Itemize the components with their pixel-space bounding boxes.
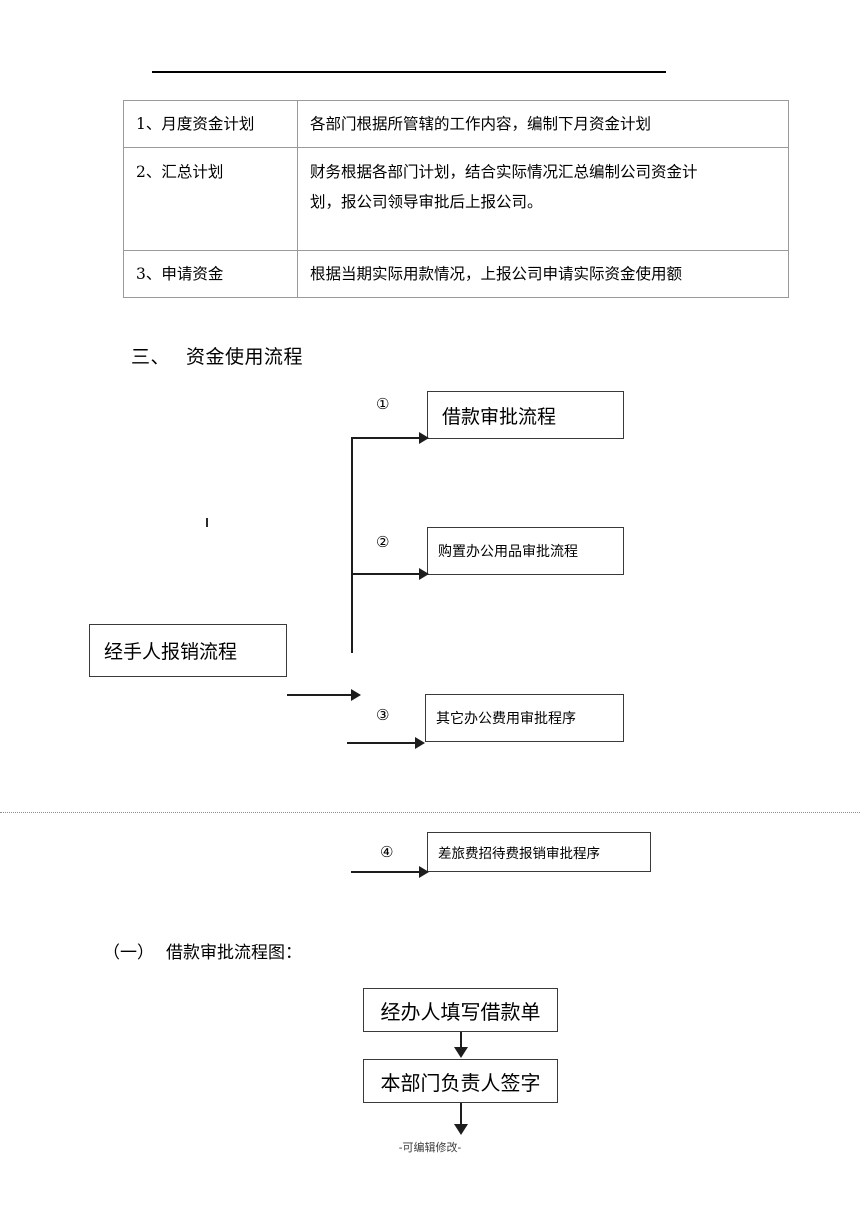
arrow-right-icon [419, 568, 429, 580]
flow-box-branch-1-label: 借款审批流程 [442, 405, 557, 428]
table-cell-label: 3、申请资金 [123, 250, 298, 298]
arrow-down-icon [454, 1047, 468, 1058]
table-cell-label: 2、汇总计划 [123, 147, 298, 251]
branch-marker-3: ③ [376, 706, 390, 724]
funds-plan-table: 1、月度资金计划 各部门根据所管辖的工作内容，编制下月资金计划 2、汇总计划 财… [123, 100, 789, 298]
loan-flow-step-1: 经办人填写借款单 [363, 988, 558, 1032]
subsection-heading: （一） 借款审批流程图： [103, 938, 302, 963]
loan-flow-step-1-label: 经办人填写借款单 [380, 999, 541, 1024]
table-cell-label: 1、月度资金计划 [123, 100, 298, 148]
flow-box-branch-2: 购置办公用品审批流程 [427, 527, 624, 575]
branch-marker-2: ② [376, 533, 390, 551]
flow-connector-branch-1 [351, 437, 421, 439]
section-heading: 三、资金使用流程 [131, 342, 303, 369]
flow-connector-branch-3 [347, 742, 419, 744]
footer-note: -可编辑修改- [398, 1141, 462, 1154]
table-cell-description: 根据当期实际用款情况，上报公司申请实际资金使用额 [297, 250, 789, 298]
flow-connector-branch-4 [351, 871, 421, 873]
caret-artifact [206, 518, 208, 527]
loan-flow-connector-1 [460, 1032, 462, 1048]
flow-box-branch-3-label: 其它办公费用审批程序 [436, 711, 576, 727]
flow-connector-stray [287, 694, 353, 696]
flow-box-branch-1: 借款审批流程 [427, 391, 624, 439]
arrow-right-icon [419, 432, 429, 444]
section-title: 资金使用流程 [186, 346, 304, 368]
loan-flow-connector-2 [460, 1103, 462, 1125]
branch-marker-4: ④ [380, 843, 394, 861]
table-row: 3、申请资金 根据当期实际用款情况，上报公司申请实际资金使用额 [123, 250, 789, 298]
table-cell-description: 财务根据各部门计划，结合实际情况汇总编制公司资金计 划，报公司领导审批后上报公司… [297, 147, 789, 251]
loan-flow-step-2-label: 本部门负责人签字 [380, 1070, 541, 1095]
arrow-down-icon [454, 1124, 468, 1135]
subsection-number: （一） [103, 943, 154, 963]
table-cell-description-line1: 财务根据各部门计划，结合实际情况汇总编制公司资金计 [310, 163, 698, 181]
arrow-right-icon [419, 866, 429, 878]
arrow-right-icon [415, 737, 425, 749]
page-break-separator [0, 812, 860, 813]
subsection-title: 借款审批流程图： [166, 943, 302, 963]
table-cell-description-line2: 划，报公司领导审批后上报公司。 [310, 193, 543, 212]
flow-connector-branch-2 [351, 573, 421, 575]
branch-marker-1: ① [376, 395, 390, 413]
flow-box-branch-2-label: 购置办公用品审批流程 [438, 544, 578, 560]
table-row: 2、汇总计划 财务根据各部门计划，结合实际情况汇总编制公司资金计 划，报公司领导… [123, 147, 789, 251]
section-number: 三、 [131, 346, 171, 368]
table-row: 1、月度资金计划 各部门根据所管辖的工作内容，编制下月资金计划 [123, 100, 789, 148]
flow-box-start: 经手人报销流程 [89, 624, 287, 677]
flow-box-branch-4: 差旅费招待费报销审批程序 [427, 832, 651, 872]
header-rule [152, 71, 666, 73]
flow-trunk-vertical [351, 437, 353, 653]
arrow-right-icon [351, 689, 361, 701]
flow-box-branch-4-label: 差旅费招待费报销审批程序 [438, 846, 600, 862]
table-cell-description: 各部门根据所管辖的工作内容，编制下月资金计划 [297, 100, 789, 148]
flow-box-branch-3: 其它办公费用审批程序 [425, 694, 624, 742]
loan-flow-step-2: 本部门负责人签字 [363, 1059, 558, 1103]
flow-box-start-label: 经手人报销流程 [104, 641, 238, 663]
